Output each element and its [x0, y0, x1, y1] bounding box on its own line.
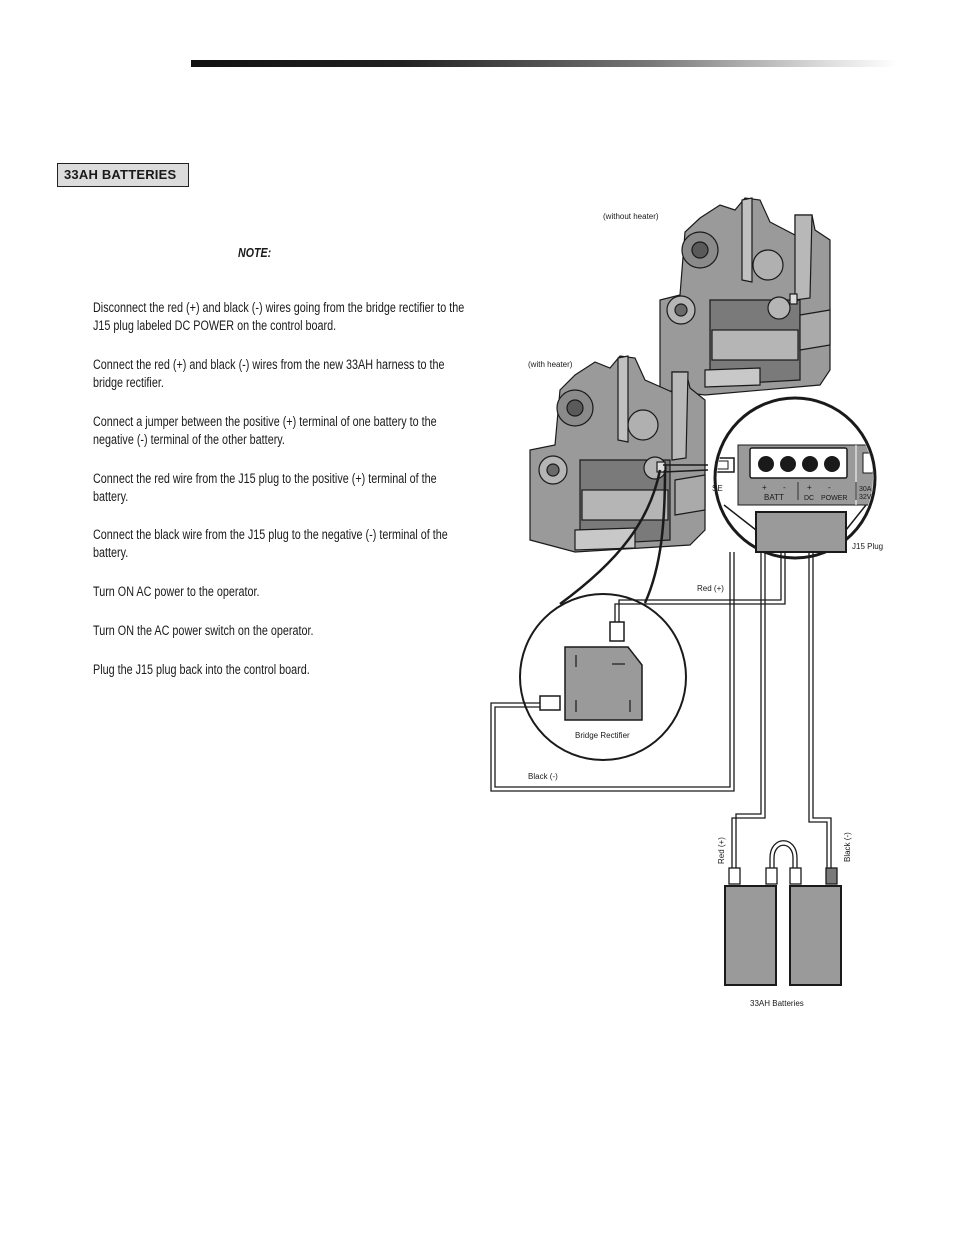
label-with-heater: (with heater) — [528, 360, 573, 369]
board-dc-minus: - — [828, 483, 831, 492]
board-power-label: POWER — [821, 495, 847, 502]
step-3: Connect a jumper between the positive (+… — [93, 414, 437, 447]
battery-terminal — [765, 867, 778, 885]
label-black-vertical: Black (-) — [843, 832, 852, 862]
connector-pin — [802, 456, 818, 472]
board-batt-label: BATT — [764, 493, 784, 502]
label-33ah-batteries: 33AH Batteries — [750, 999, 804, 1008]
rectifier-black-terminal — [539, 695, 561, 711]
step-6: Turn ON AC power to the operator. — [93, 584, 260, 599]
battery-terminal — [825, 867, 838, 885]
board-fuse-rating-a: 30A — [859, 486, 872, 493]
callout-line — [662, 469, 709, 473]
board-batt-plus: + — [762, 483, 767, 492]
battery-terminal — [789, 867, 802, 885]
battery-jumper — [769, 840, 798, 868]
step-5: Connect the black wire from the J15 plug… — [93, 527, 448, 560]
label-j15-plug: J15 Plug — [852, 542, 883, 551]
step-4: Connect the red wire from the J15 plug t… — [93, 471, 437, 504]
connector-pin — [758, 456, 774, 472]
step-7: Turn ON the AC power switch on the opera… — [93, 623, 314, 638]
callout-curve — [559, 469, 662, 606]
note-label: NOTE: — [238, 245, 272, 260]
board-dc-label: DC — [804, 495, 814, 502]
board-fuse-rating-v: 32V — [859, 494, 872, 501]
label-black-wire: Black (-) — [528, 772, 558, 781]
connector-pin — [824, 456, 840, 472]
label-without-heater: (without heater) — [603, 212, 659, 221]
operator-with-heater-illustration — [529, 355, 706, 553]
section-title: 33AH BATTERIES — [57, 163, 189, 187]
label-red-wire: Red (+) — [697, 584, 724, 593]
board-batt-minus: - — [783, 483, 786, 492]
dc-power-connector — [749, 447, 848, 479]
step-8: Plug the J15 plug back into the control … — [93, 662, 310, 677]
board-dc-plus: + — [807, 483, 812, 492]
step-1: Disconnect the red (+) and black (-) wir… — [93, 300, 465, 333]
callout-curve — [643, 469, 667, 604]
label-bridge-rectifier: Bridge Rectifier — [575, 731, 630, 740]
j15-plug — [755, 511, 847, 553]
step-2: Connect the red (+) and black (-) wires … — [93, 357, 445, 390]
bridge-rectifier — [564, 646, 643, 721]
fuse-icon — [862, 452, 873, 474]
harness-wires — [490, 552, 832, 868]
rectifier-red-terminal — [609, 621, 625, 642]
battery-1 — [724, 885, 777, 986]
battery-2 — [789, 885, 842, 986]
operator-without-heater-illustration — [659, 197, 831, 396]
header-rule — [191, 60, 897, 67]
connector-pin — [780, 456, 796, 472]
label-red-vertical: Red (+) — [717, 837, 726, 864]
board-fuse-label: SE — [712, 484, 723, 493]
battery-terminal — [728, 867, 741, 885]
